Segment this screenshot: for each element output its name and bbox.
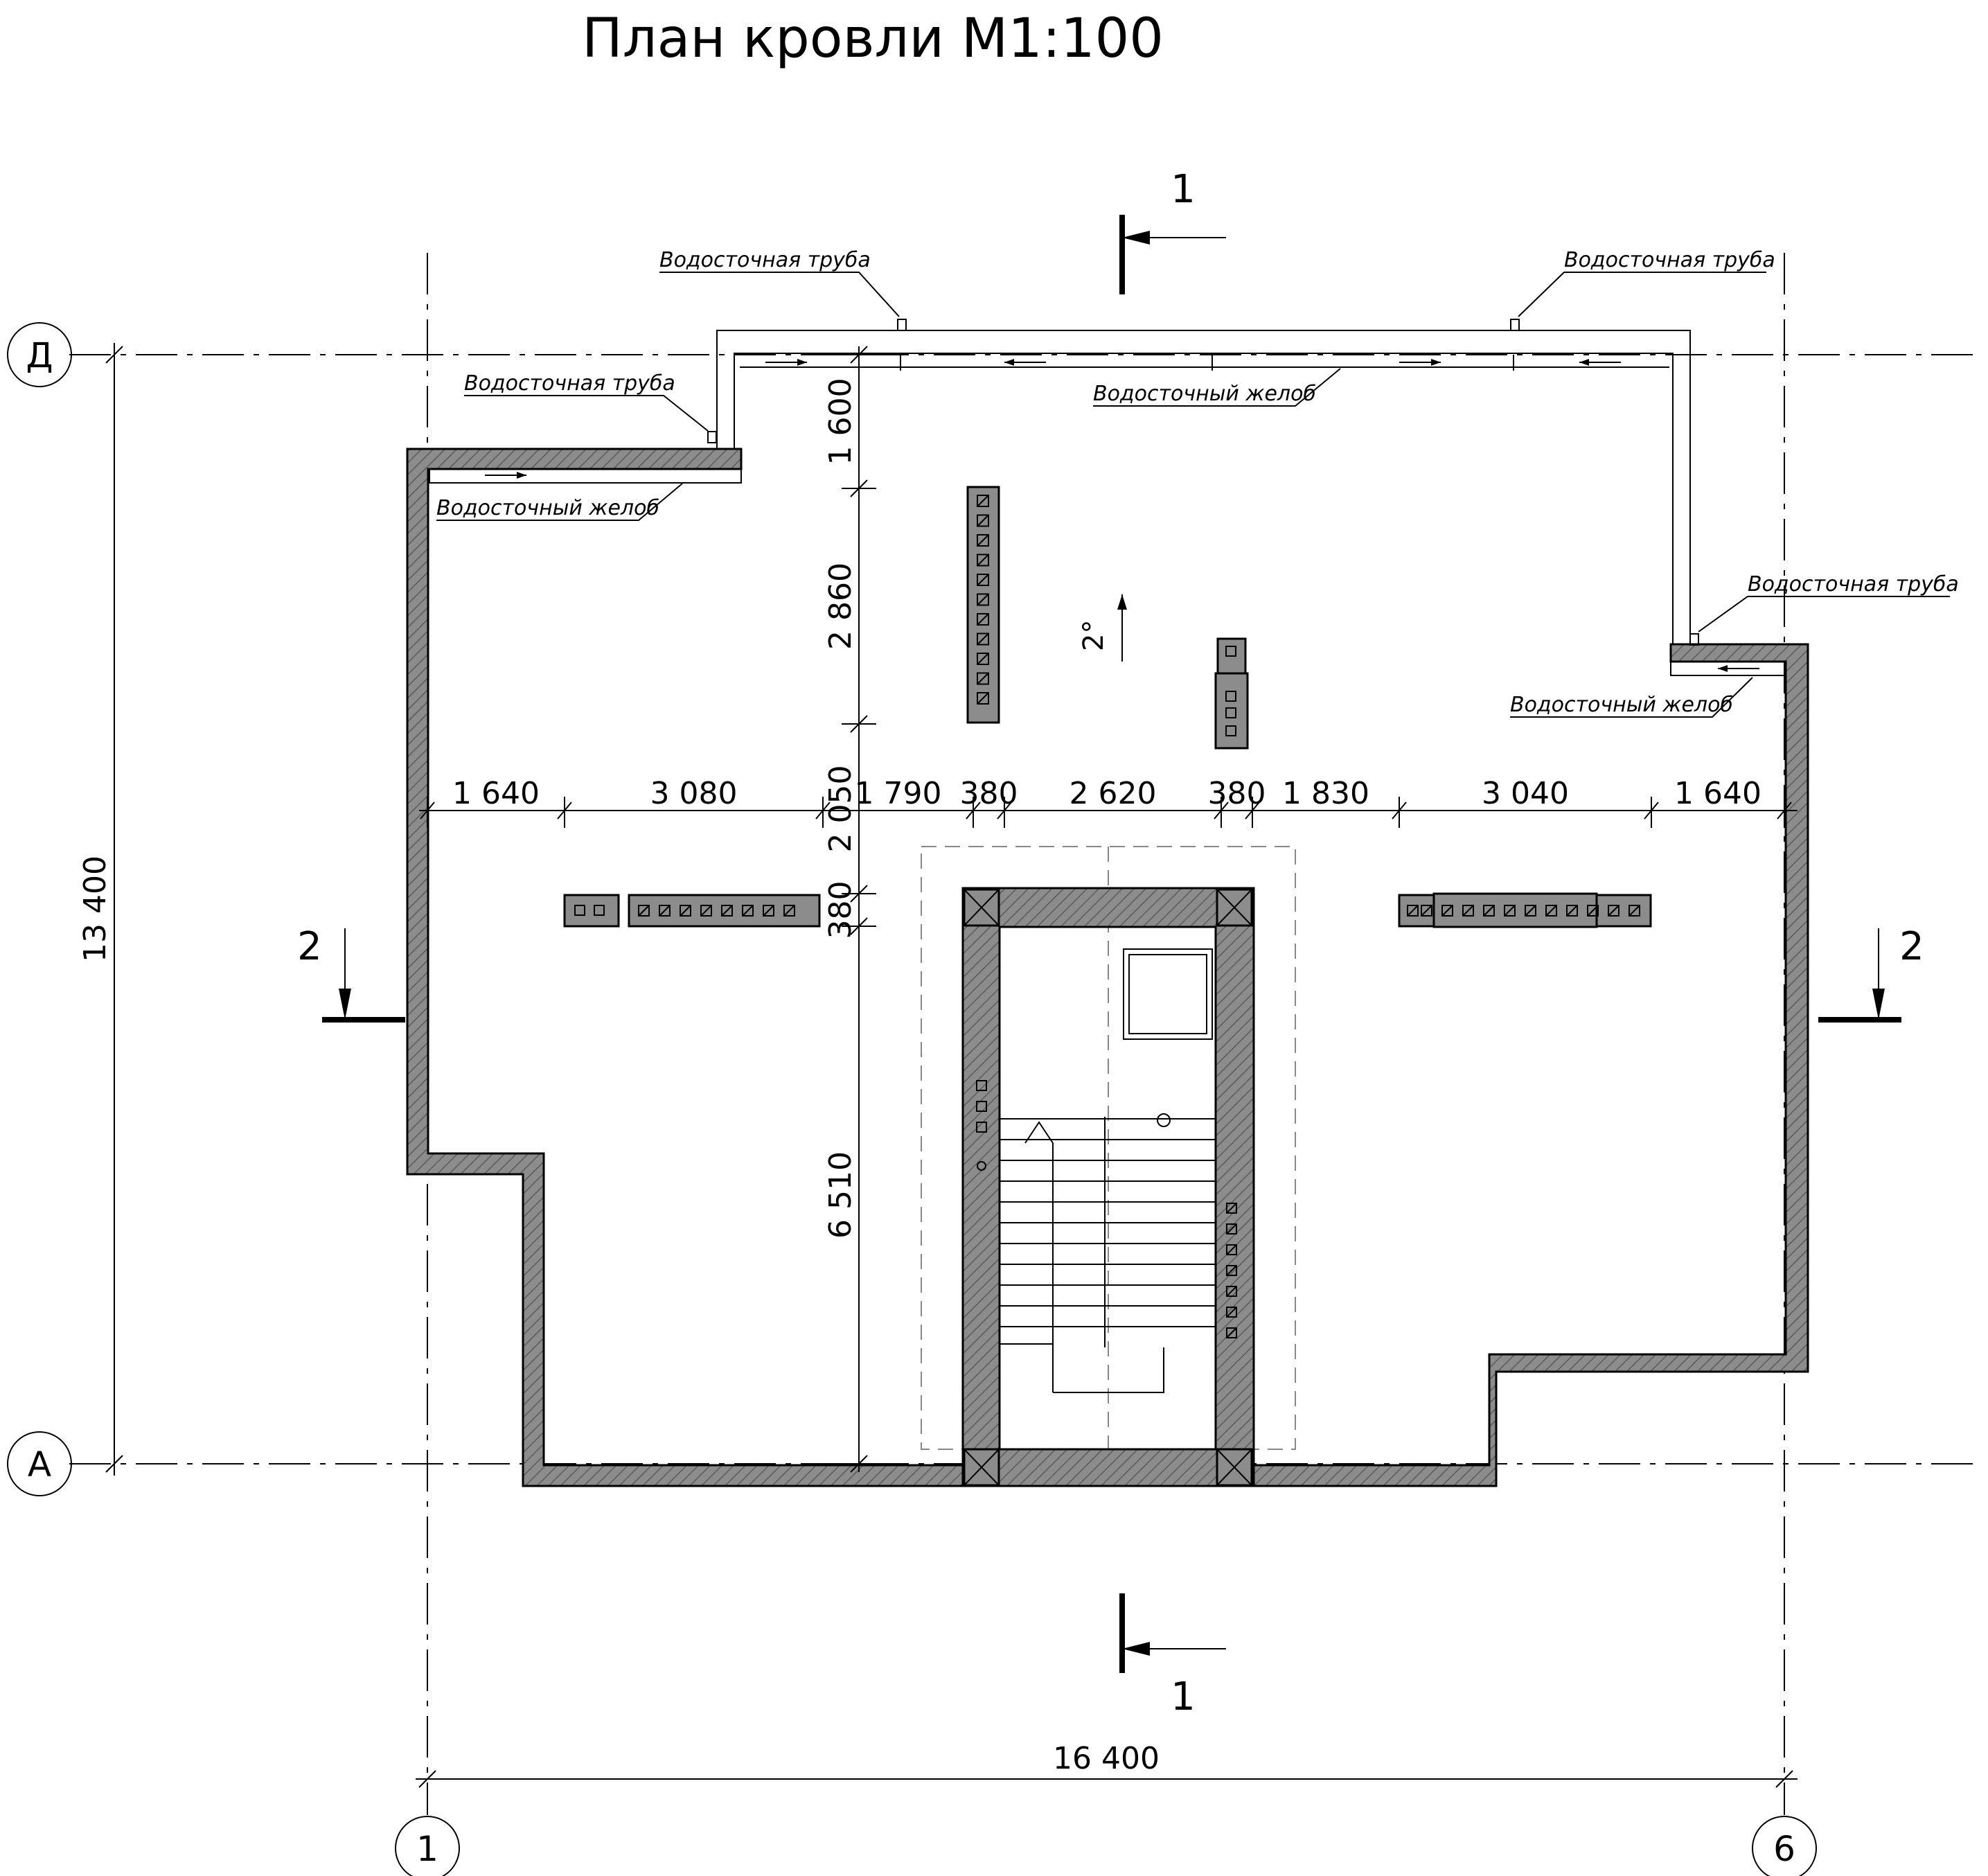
dim-label-h-8: 1 640: [1674, 776, 1761, 811]
dim-label-v-0: 1 600: [823, 378, 858, 466]
svg-text:1: 1: [1171, 1674, 1196, 1719]
section-mark-1-top: 1: [1119, 167, 1226, 294]
axis-marker-d: Д: [7, 322, 72, 387]
svg-text:Водосточный желоб: Водосточный желоб: [1093, 382, 1316, 406]
svg-text:6: 6: [1773, 1829, 1795, 1869]
dim-label-h-2: 1 790: [855, 776, 942, 811]
label-gutter-3: Водосточный желоб: [1510, 677, 1753, 718]
svg-text:1: 1: [416, 1829, 438, 1869]
section-mark-1-bottom: 1: [1119, 1593, 1226, 1719]
svg-text:Водосточная труба: Водосточная труба: [464, 371, 675, 396]
svg-text:Д: Д: [26, 335, 53, 375]
dim-label-h-4: 2 620: [1070, 776, 1157, 811]
svg-text:2°: 2°: [1078, 620, 1110, 651]
dimension-overall-width: 16 400: [416, 1741, 1798, 1788]
dim-label-h-3: 380: [960, 776, 1018, 811]
upper-roof-outline: [716, 330, 1691, 644]
vent-shaft-left-small: [563, 894, 620, 928]
svg-text:13 400: 13 400: [78, 856, 113, 962]
vent-shaft-right-long: [1398, 892, 1652, 928]
svg-text:Водосточная труба: Водосточная труба: [1564, 248, 1775, 272]
label-gutter-1: Водосточный желоб: [1093, 368, 1341, 407]
section-mark-2-right: 2: [1818, 924, 1924, 1023]
stair-vents-right: [1226, 1203, 1237, 1338]
dim-label-h-5: 380: [1208, 776, 1266, 811]
slope-indicator: 2°: [1078, 594, 1127, 662]
vent-shaft-left-long: [628, 894, 821, 928]
axis-marker-a: А: [7, 1431, 72, 1496]
svg-text:Водосточная труба: Водосточная труба: [1748, 572, 1959, 596]
dim-label-v-3: 380: [823, 881, 858, 939]
dim-label-v-4: 6 510: [823, 1151, 858, 1239]
svg-text:Водосточный желоб: Водосточный желоб: [1510, 693, 1733, 717]
drawing-title: План кровли М1:100: [582, 8, 1164, 70]
svg-text:Водосточная труба: Водосточная труба: [659, 248, 871, 272]
dim-label-h-0: 1 640: [452, 776, 540, 811]
label-gutter-2: Водосточный желоб: [436, 483, 683, 521]
dim-label-h-6: 1 830: [1282, 776, 1369, 811]
stair-core: [921, 846, 1296, 1487]
corner-columns: [963, 888, 1253, 1487]
dim-label-v-2: 2 050: [823, 766, 858, 853]
roof-hatch: [1123, 948, 1213, 1040]
dimension-overall-height: 13 400: [78, 343, 123, 1476]
label-downpipe-2: Водосточная труба: [1518, 248, 1775, 317]
vent-shaft-vertical-2: [1214, 637, 1249, 750]
grid-lines: [69, 253, 1974, 1815]
svg-text:1: 1: [1171, 167, 1196, 212]
dimension-chain-vertical: 1 600 2 860 2 050 380 6 510: [823, 346, 876, 1473]
vent-shaft-vertical-1: [966, 486, 1000, 724]
downpipes: [707, 319, 1699, 646]
axis-marker-6: 6: [1752, 1816, 1817, 1876]
dim-label-v-1: 2 860: [823, 563, 858, 650]
label-downpipe-4: Водосточная труба: [1698, 572, 1959, 632]
section-mark-2-left: 2: [297, 924, 405, 1023]
label-downpipe-3: Водосточная труба: [464, 371, 709, 432]
svg-text:16 400: 16 400: [1053, 1741, 1160, 1776]
dim-label-h-7: 3 040: [1482, 776, 1569, 811]
dim-label-h-1: 3 080: [650, 776, 738, 811]
svg-text:2: 2: [1899, 924, 1924, 969]
svg-text:А: А: [28, 1444, 51, 1485]
svg-text:2: 2: [297, 924, 322, 969]
axis-marker-1: 1: [395, 1816, 460, 1876]
dimension-chain-horizontal: 1 640 3 080 1 790 380 2 620 380 1 830 3 040 1 64…: [419, 776, 1798, 828]
label-downpipe-1: Водосточная труба: [659, 248, 900, 317]
svg-text:Водосточный желоб: Водосточный желоб: [436, 496, 659, 520]
stair-vents-left: [976, 1080, 987, 1171]
gutters: [429, 355, 1786, 676]
